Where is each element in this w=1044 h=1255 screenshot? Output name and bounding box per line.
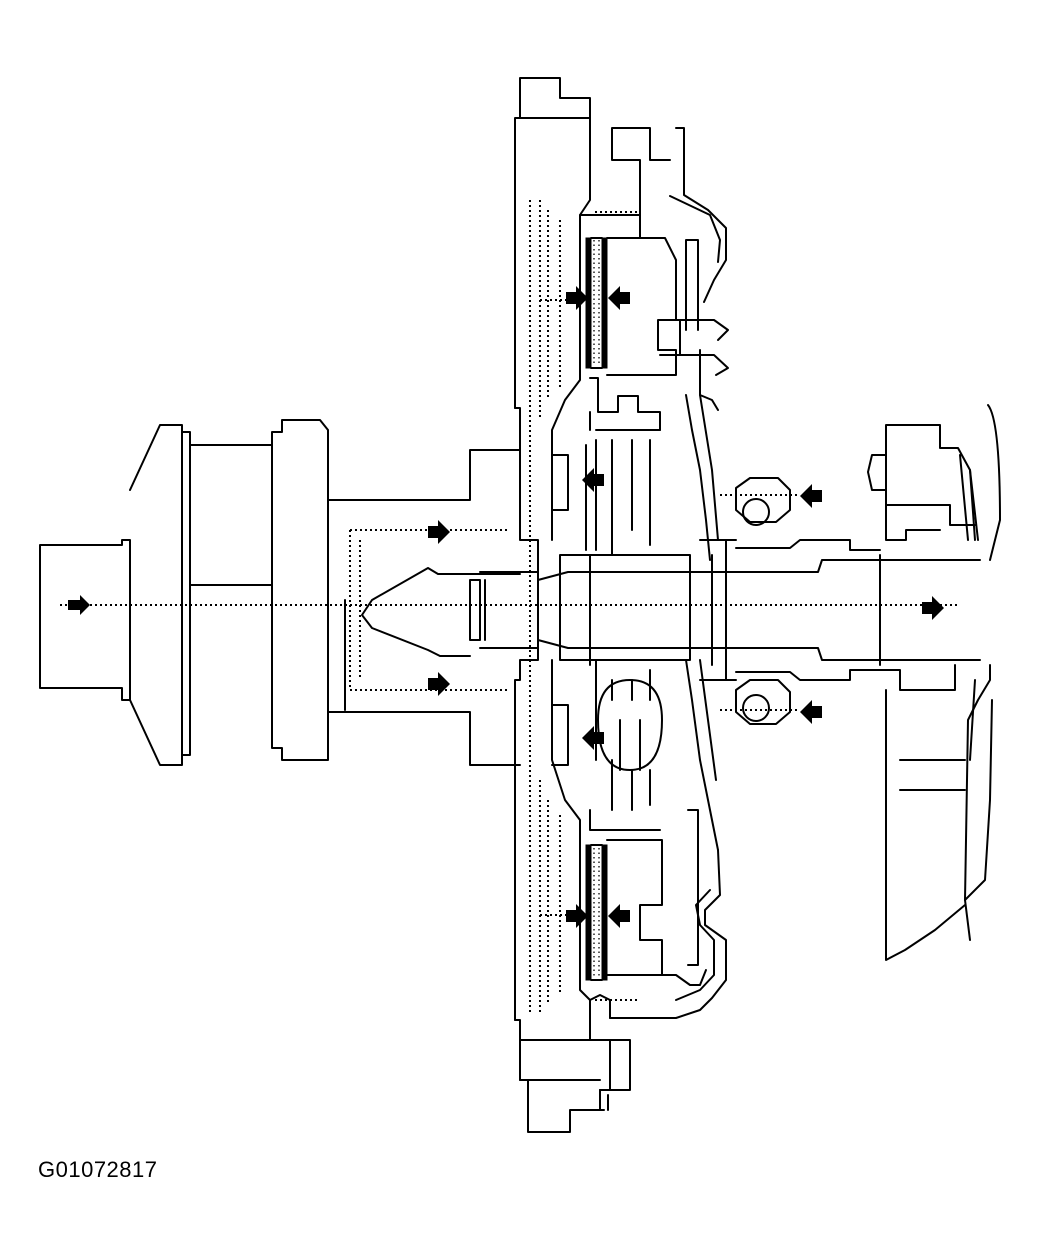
flywheel — [514, 77, 601, 1133]
arrow-crank-upper — [428, 520, 450, 544]
arrow-upper-disc-in — [566, 286, 588, 310]
arrow-lower-disc-in — [566, 904, 588, 928]
input-shaft-pilot — [361, 567, 539, 657]
arrow-crank-lower — [428, 672, 450, 696]
lower-clutch-disc — [585, 809, 727, 1111]
flywheel-bolts — [551, 454, 569, 766]
upper-clutch-disc — [579, 127, 729, 411]
arrow-lower-disc-out — [608, 904, 630, 928]
arrow-hub-upper — [582, 468, 604, 492]
engine-crankshaft-assembly — [39, 419, 521, 766]
clutch-hub-damper — [559, 377, 719, 851]
release-bearing — [699, 477, 881, 725]
transmission-case — [867, 404, 1001, 961]
torque-flow-paths — [60, 211, 960, 1001]
flow-arrows — [68, 286, 944, 928]
arrow-engine — [68, 595, 90, 615]
transmission-input-shaft — [537, 554, 981, 666]
figure-code-label: G01072817 — [38, 1157, 158, 1182]
arrow-output-shaft — [922, 596, 944, 620]
arrow-upper-disc-out — [608, 286, 630, 310]
arrow-bearing-upper — [800, 484, 822, 508]
arrow-hub-lower — [582, 726, 604, 750]
arrow-bearing-lower — [800, 700, 822, 724]
